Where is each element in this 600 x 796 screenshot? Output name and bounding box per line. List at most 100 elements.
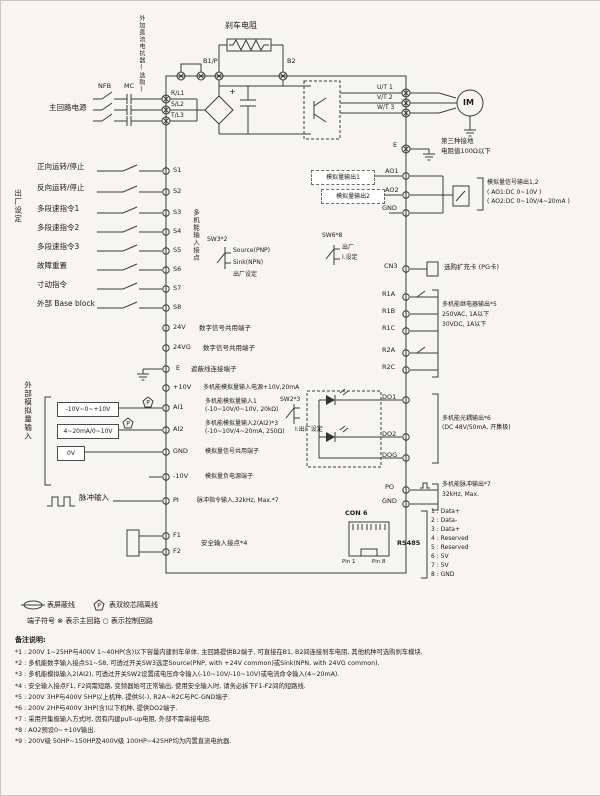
note-9: *9 : 200V级 50HP~150HP及400V级 100HP~425HP均… [15, 738, 232, 746]
terminal-label-b1p: B1/P [203, 57, 218, 65]
note-8: *8 : AO2预设0~+10V输出. [15, 727, 96, 735]
notes-title: 备注说明: [15, 636, 46, 644]
mc-label: MC [124, 82, 135, 90]
svg-text:P: P [97, 603, 101, 610]
sw2-default-note: I:出厂设定 [295, 426, 323, 433]
sw6-note-1: 出厂 [342, 244, 355, 251]
sw3-default-note: 出厂设定 [233, 271, 258, 278]
terminal-label-v: V/T 2 [377, 94, 393, 101]
terminal-label-do2: DO2 [382, 430, 397, 438]
legend-shield-label: 表屏蔽线 [47, 601, 75, 609]
terminal-label-r1a: R1A [382, 290, 396, 298]
desc-agnd: 模拟量信号共用端子 [205, 448, 260, 455]
terminal-label-w: W/T 3 [377, 104, 395, 111]
desc-24vg: 数字信号共用端子 [203, 344, 255, 352]
con6-pin-3: 3 : Data+ [431, 526, 461, 533]
mains-power-label: 主回路电源 [49, 103, 87, 112]
terminal-label-po-gnd: GND [382, 497, 397, 505]
sw3-label: SW3*2 [207, 236, 228, 243]
shield-ground-icon [136, 368, 150, 381]
dc-reactor-label: 外加直流电抗器(选购) [137, 15, 145, 94]
desc-ai1-1: 多机能模拟量输入1 [205, 398, 257, 405]
ground-symbols [136, 124, 477, 381]
desc-cn3: 选购扩充卡 (PG卡) [444, 263, 500, 271]
desc-neg10v: 模拟量负电源端子 [205, 473, 254, 480]
con6-pin-7: 7 : 5V [431, 562, 449, 569]
analog-output1-box: 模拟量输出1 [311, 170, 375, 185]
sw6-switch-symbol [325, 245, 340, 265]
terminal-label-ai2: AI2 [173, 425, 184, 433]
ground-type-note: 第三种接地 [441, 137, 474, 145]
terminal-label-s4: S4 [173, 227, 182, 235]
brake-resistor-label: 刹车电阻 [225, 21, 257, 30]
note-1: *1 : 200V 1~25HP与400V 1~40HP(含)以下容量内建刹车单… [15, 649, 423, 657]
terminal-label-r: R/L1 [171, 90, 185, 97]
con6-pin-2: 2 : Data- [431, 517, 458, 524]
terminal-label-ao2: AO2 [385, 186, 399, 194]
terminal-label-24vg: 24VG [173, 343, 191, 351]
con6-pin8-label: Pin 8 [372, 559, 386, 565]
note-4: *4 : 安全输入接点F1, F2间需短路, 变频器始可正常输出, 使用安全输入… [15, 682, 306, 690]
desc-e-shield: 遮蔽线连接端子 [191, 365, 237, 373]
sw3-option-source: Source(PNP) [233, 247, 271, 254]
analog-input-group-label: 外部模拟量输入 [23, 381, 33, 441]
sw2-switch-symbol [285, 404, 300, 424]
ai2-source-box: 4~20mA/0~10V [57, 424, 119, 439]
terminal-label-do1: DO1 [382, 393, 397, 401]
nfb-label: NFB [98, 82, 112, 90]
dc-bus-plus-sign: + [229, 87, 236, 96]
terminal-label-neg10v: -10V [173, 472, 189, 480]
desc-do-2: (DC 48V/50mA, 开集极) [442, 424, 511, 431]
input-label-s7: 寸动指令 [37, 280, 67, 289]
note-6: *6 : 200V 2HP与400V 3HP(含)以下机种, 提供DO2端子. [15, 704, 178, 712]
terminal-label-s2: S2 [173, 187, 182, 195]
footnotes: 备注说明: *1 : 200V 1~25HP与400V 1~40HP(含)以下容… [15, 635, 589, 748]
rs485-label: RS485 [397, 539, 421, 547]
terminal-label-s6: S6 [173, 265, 182, 273]
sw6-label: SW6*8 [322, 232, 343, 239]
rj45-connector [348, 521, 390, 557]
desc-safety: 安全输入接点*4 [201, 539, 248, 547]
desc-ai2-1: 多机能模拟量输入2(AI2)*3 [205, 420, 279, 427]
terminal-label-r1b: R1B [382, 307, 396, 315]
terminal-label-s7: S7 [173, 284, 182, 292]
opto-output-box [306, 390, 382, 468]
safety-jumper-symbol [126, 529, 140, 557]
con6-pin-6: 6 : 5V [431, 553, 449, 560]
legend-terminal-note: 端子符号 ⊗ 表示主回路 ○ 表示控制回路 [27, 617, 153, 625]
con6-label: CON 6 [345, 509, 368, 517]
terminal-label-dog: DOG [382, 451, 398, 459]
terminal-label-pi: PI [173, 496, 179, 504]
desc-ai1-2: (-10~10V/0~10V, 20kΩ) [205, 406, 279, 413]
desc-relay-2: 250VAC, 1A以下 [442, 311, 490, 318]
note-3: *3 : 多机能模拟输入2(AI2), 可透过开关SW2设置成电压命令输入(-1… [15, 671, 340, 679]
con6-pin-4: 4 : Reserved [431, 535, 469, 542]
analog-output2-box: 模拟量输出2 [321, 189, 385, 204]
terminal-label-r2a: R2A [382, 346, 396, 354]
con6-pin-1: 1 : Data+ [431, 508, 461, 515]
desc-po-1: 多机能脉冲输出*7 [442, 481, 491, 488]
pulse-waveform-icon [47, 496, 75, 507]
terminal-label-s8: S8 [173, 303, 182, 311]
desc-ao-3: ( AO2:DC 0~10V/4~20mA ) [487, 198, 570, 205]
input-label-s1: 正向运转/停止 [37, 162, 85, 171]
terminal-label-po: PO [385, 483, 395, 491]
desc-10v: 多机能模拟量输入电源+10V,20mA [203, 384, 300, 391]
sw3-option-sink: Sink(NPN) [233, 259, 264, 266]
terminal-label-u: U/T 1 [377, 84, 393, 91]
con6-pin1-label: Pin 1 [342, 559, 356, 565]
desc-po-2: 32kHz, Max. [442, 491, 479, 498]
legend-twisted-label: 表双绞芯隔离线 [109, 601, 158, 609]
note-7: *7 : 采用开集极输入方式时, 因有内建pull-up电阻, 外部不需串接电阻… [15, 715, 212, 723]
pulse-input-label: 脉冲输入 [79, 493, 109, 502]
note-5: *5 : 200V 3HP与400V 5HP以上机种, 提供S(-), R2A~… [15, 693, 231, 701]
sw2-label: SW2*3 [280, 396, 301, 403]
desc-do-1: 多机能光耦输出*6 [442, 415, 491, 422]
agnd-source-box: 0V [57, 446, 85, 461]
svg-text:P: P [126, 421, 130, 428]
terminal-label-e: E [393, 141, 398, 149]
con6-pin-8: 8 : GND [431, 571, 455, 578]
terminal-label-r1c: R1C [382, 324, 396, 332]
desc-relay-1: 多机能继电器输出*5 [442, 301, 497, 308]
